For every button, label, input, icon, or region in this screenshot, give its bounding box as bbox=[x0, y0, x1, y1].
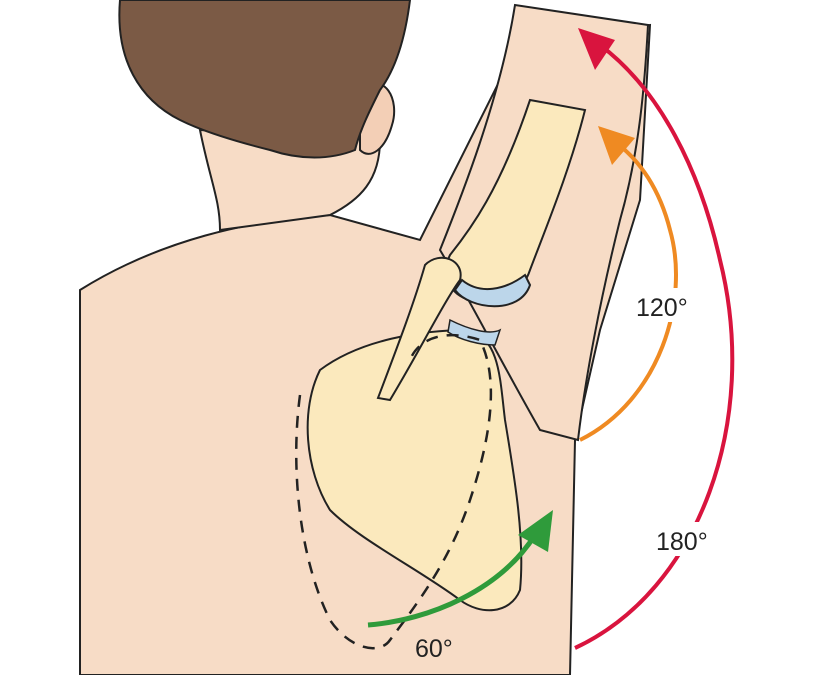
arrow-60-head bbox=[518, 510, 553, 552]
label-180-degrees: 180° bbox=[656, 528, 708, 556]
hair bbox=[118, 0, 412, 159]
label-120-degrees: 120° bbox=[636, 294, 688, 322]
clavicle bbox=[376, 256, 462, 402]
arrow-60 bbox=[367, 533, 538, 628]
arrow-180-head bbox=[578, 28, 615, 70]
humeral-head-cartilage bbox=[453, 273, 532, 308]
label-60-degrees: 60° bbox=[415, 635, 453, 663]
arrow-120-head bbox=[598, 126, 635, 165]
resting-scapula-outline bbox=[295, 333, 493, 650]
arrow-180 bbox=[574, 43, 735, 650]
glenoid-cartilage bbox=[447, 318, 502, 346]
arrow-120 bbox=[579, 140, 678, 442]
